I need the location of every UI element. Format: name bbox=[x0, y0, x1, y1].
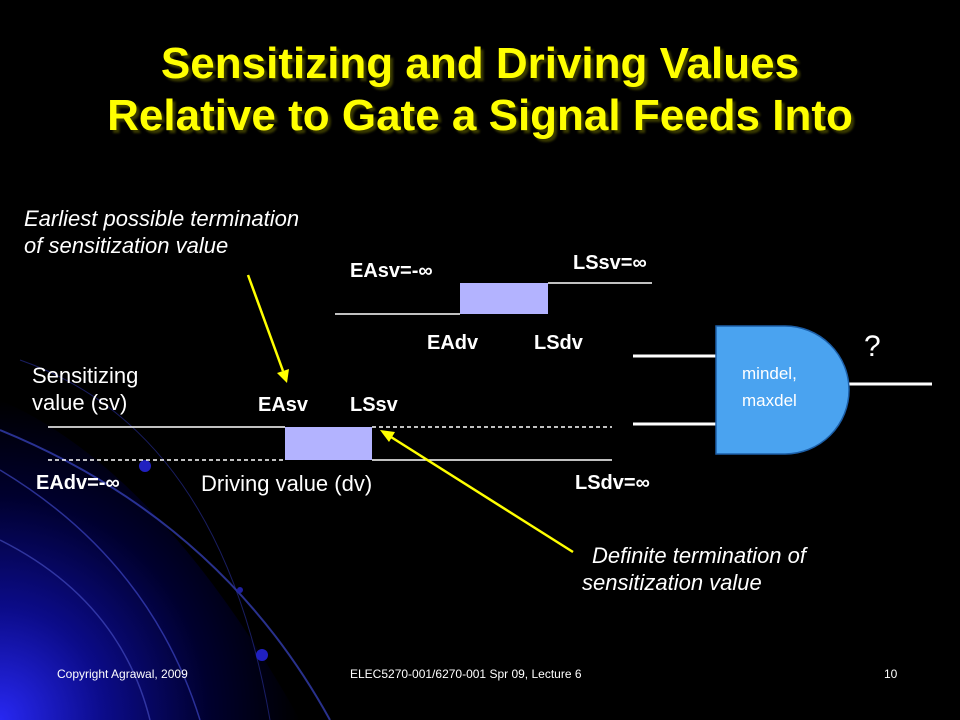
slide-title: Sensitizing and Driving Values Relative … bbox=[0, 38, 960, 142]
title-line-1: Sensitizing and Driving Values bbox=[160, 39, 800, 88]
gate-delay-label: mindel, maxdel bbox=[742, 360, 797, 414]
definite-note-line-1: Definite termination of bbox=[592, 543, 806, 568]
earliest-termination-note: Earliest possible termination of sensiti… bbox=[24, 205, 299, 259]
bottom-eadv-label: EAdv=-∞ bbox=[36, 472, 120, 494]
gate-label-line-1: mindel, bbox=[742, 364, 797, 383]
bottom-lsdv-label: LSdv=∞ bbox=[575, 472, 650, 494]
top-eadv-label: EAdv bbox=[427, 332, 479, 354]
driving-value-label: Driving value (dv) bbox=[201, 471, 373, 496]
decor-dot bbox=[237, 587, 243, 593]
bottom-easv-label: EAsv bbox=[258, 394, 309, 416]
gate-output-unknown: ? bbox=[864, 330, 881, 363]
earliest-note-line-2: of sensitization value bbox=[24, 233, 229, 258]
footer-course: ELEC5270-001/6270-001 Spr 09, Lecture 6 bbox=[350, 667, 582, 681]
definite-termination-note: Definite termination of sensitization va… bbox=[582, 542, 806, 596]
earliest-note-line-1: Earliest possible termination bbox=[24, 206, 300, 231]
arrow-earliest-head bbox=[277, 369, 289, 383]
top-pulse bbox=[460, 283, 548, 314]
and-gate-body bbox=[715, 325, 850, 455]
arrow-definite-head bbox=[380, 430, 395, 442]
gate-label-line-2: maxdel bbox=[742, 391, 797, 410]
sv-label-line-2: value (sv) bbox=[32, 390, 128, 415]
footer-page-number: 10 bbox=[884, 667, 898, 681]
arrow-definite-line bbox=[390, 435, 574, 554]
sensitizing-value-label: Sensitizing value (sv) bbox=[32, 362, 138, 416]
decor-dot bbox=[256, 649, 268, 661]
title-line-2: Relative to Gate a Signal Feeds Into bbox=[107, 91, 853, 140]
footer-copyright: Copyright Agrawal, 2009 bbox=[57, 667, 188, 681]
top-easv-label: EAsv=-∞ bbox=[350, 260, 433, 282]
bottom-pulse bbox=[285, 427, 372, 460]
top-lsdv-label: LSdv bbox=[534, 332, 583, 354]
bottom-lssv-label: LSsv bbox=[350, 394, 398, 416]
top-lssv-label: LSsv=∞ bbox=[573, 252, 647, 274]
decor-dot bbox=[139, 460, 151, 472]
definite-note-line-2: sensitization value bbox=[582, 570, 762, 595]
sv-label-line-1: Sensitizing bbox=[32, 363, 139, 388]
arrow-earliest-line bbox=[246, 274, 285, 372]
